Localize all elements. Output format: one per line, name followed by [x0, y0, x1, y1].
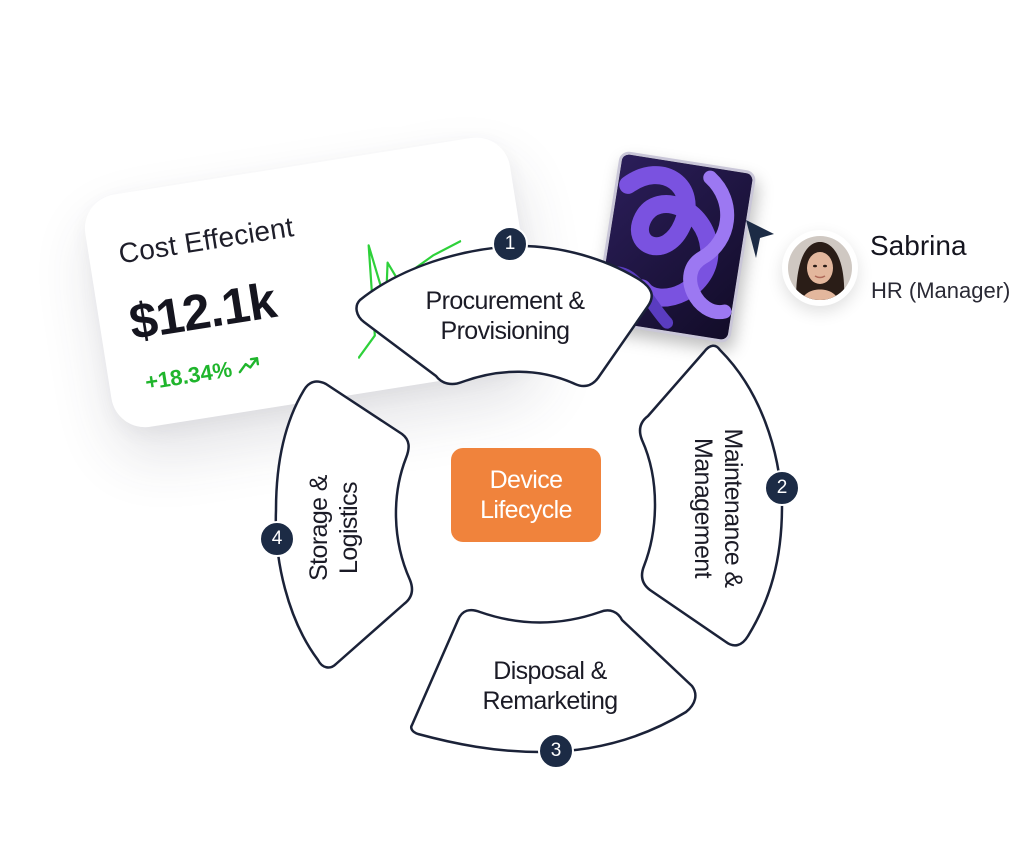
- center-line-2: Lifecycle: [480, 496, 572, 524]
- segment-storage: [274, 380, 414, 669]
- step-label-maintenance: Maintenance & Management: [689, 428, 747, 588]
- step-badge-4: 4: [259, 521, 295, 557]
- avatar: [782, 230, 858, 306]
- step-badge-3: 3: [538, 733, 574, 769]
- step-label-disposal: Disposal & Remarketing: [482, 657, 618, 715]
- step-label-procurement: Procurement & Provisioning: [425, 287, 586, 345]
- step-label-storage: Storage & Logistics: [305, 475, 363, 581]
- trend-up-icon: [236, 352, 264, 381]
- cost-card-change: +18.34%: [143, 352, 263, 396]
- center-line-1: Device: [489, 466, 563, 494]
- lifecycle-center: Device Lifecycle: [451, 448, 601, 542]
- profile-name: Sabrina: [870, 230, 967, 261]
- step-badge-2: 2: [764, 470, 800, 506]
- step-badge-1: 1: [492, 226, 528, 262]
- cursor-icon: [746, 220, 774, 258]
- segment-disposal: [410, 608, 697, 754]
- profile-role: HR (Manager): [871, 278, 1011, 303]
